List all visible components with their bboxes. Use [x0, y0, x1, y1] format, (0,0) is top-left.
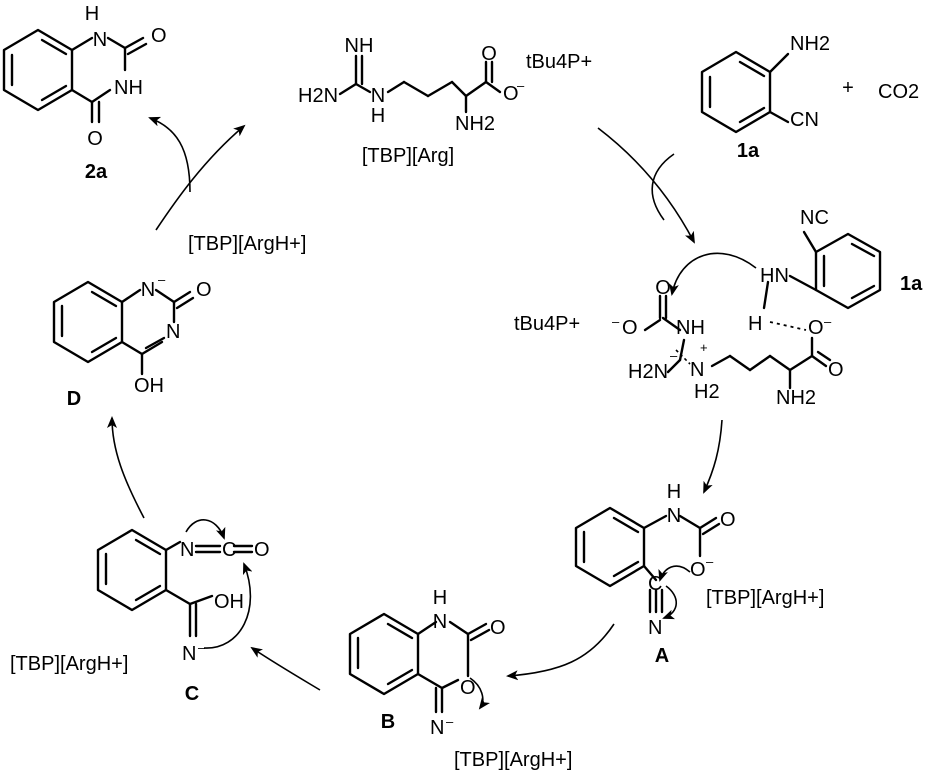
atom-label: H — [748, 313, 762, 335]
co2-uptake-arrow — [651, 153, 675, 221]
cycle-arrow-1a-to-complex — [597, 127, 695, 244]
charge-label: – — [612, 314, 620, 329]
charge-label: – — [158, 272, 166, 287]
atom-label: O — [490, 617, 506, 639]
atom-label: NH — [114, 77, 143, 99]
electron-arrow — [469, 677, 490, 710]
electron-arrow — [203, 562, 253, 649]
atom-label: O — [828, 359, 844, 381]
guanidinium-carbamate-complex — [643, 294, 832, 390]
atom-label: H — [371, 105, 385, 127]
atom-label: O — [720, 509, 736, 531]
atom-label: O — [622, 317, 638, 339]
atom-label: H2N — [628, 361, 668, 383]
electron-arrow — [658, 565, 691, 582]
atom-label: NH — [345, 35, 374, 57]
cycle-arrow-D-to-arg — [155, 124, 246, 231]
atom-label: N — [690, 359, 704, 381]
electron-arrow — [185, 519, 226, 540]
intermediate-C-label: C — [185, 683, 199, 705]
atom-label: N — [430, 717, 444, 739]
compound-1a-bound-label: 1a — [900, 273, 923, 295]
intermediate-A-label: A — [655, 645, 669, 667]
plus-sign: + — [842, 77, 854, 99]
intermediate-B-structure — [348, 612, 491, 714]
intermediate-A-structure — [574, 506, 721, 614]
atom-label: HN — [760, 265, 789, 287]
atom-label: OH — [214, 591, 244, 613]
atom-label: N — [648, 617, 662, 639]
bound-1a-structure — [762, 230, 882, 310]
atom-label: O — [460, 677, 476, 699]
atom-label: N — [371, 85, 385, 107]
atom-label: OH — [134, 375, 164, 397]
atom-label: NH2 — [455, 113, 495, 135]
intermediate-B-label: B — [381, 711, 395, 733]
atom-label: H — [667, 481, 681, 503]
tbp-argh-label: [TBP][ArgH+] — [454, 749, 572, 771]
charge-label: – — [706, 554, 714, 569]
atom-label: O — [254, 539, 270, 561]
charge-label: – — [670, 348, 678, 363]
atom-label: O — [655, 277, 671, 299]
cycle-arrow-complex-to-A — [703, 419, 723, 494]
hydrogen-bond — [769, 321, 807, 331]
cycle-arrow-B-to-C — [250, 646, 321, 691]
atom-label: O — [87, 128, 103, 150]
atom-label: CN — [790, 109, 819, 131]
tbp-argh-label: [TBP][ArgH+] — [10, 653, 128, 675]
charge-label: – — [198, 640, 206, 655]
atom-label: N — [141, 279, 155, 301]
atom-label: N — [93, 29, 107, 51]
atom-label: N — [182, 643, 196, 665]
tbp-argh-label: [TBP][ArgH+] — [706, 587, 824, 609]
compound-1a-structure — [700, 50, 790, 134]
compound-1a-label: 1a — [737, 140, 760, 162]
compound-2a-label: 2a — [85, 161, 108, 183]
counterion-label: tBu4P+ — [514, 313, 580, 335]
atom-label: NH — [676, 317, 705, 339]
atom-label: O — [151, 25, 167, 47]
atom-label: N — [433, 611, 447, 633]
charge-label: – — [446, 714, 454, 729]
product-release-arrow — [148, 116, 191, 193]
atom-label: H — [85, 3, 99, 25]
atom-label: O — [690, 559, 706, 581]
charge-label: – — [517, 78, 525, 93]
electron-arrow — [662, 585, 678, 620]
atom-label: H2N — [298, 85, 338, 107]
intermediate-D-structure — [52, 280, 195, 376]
tbp-arg-structure — [338, 54, 502, 114]
charge-label: + — [700, 340, 708, 355]
co2-label: CO2 — [878, 81, 919, 103]
electron-arrow — [669, 252, 757, 296]
atom-label: O — [196, 279, 212, 301]
atom-label: H — [433, 587, 447, 609]
atom-label: N — [166, 321, 180, 343]
counterion-label: tBu4P+ — [526, 51, 592, 73]
atom-label: NH2 — [790, 33, 830, 55]
compound-2a-structure — [2, 28, 148, 124]
intermediate-C-structure — [96, 528, 254, 638]
atom-label: H2 — [694, 381, 720, 403]
atom-label: O — [808, 317, 824, 339]
charge-label: – — [824, 314, 832, 329]
atom-label: NC — [800, 207, 829, 229]
tbp-arg-label: [TBP][Arg] — [362, 145, 454, 167]
atom-label: NH2 — [776, 387, 816, 409]
cycle-arrow-C-to-D — [107, 416, 145, 519]
cycle-arrow-A-to-B — [506, 623, 615, 681]
atom-label: O — [503, 83, 519, 105]
atom-label: C — [222, 539, 236, 561]
atom-label: O — [481, 43, 497, 65]
intermediate-D-label: D — [67, 388, 81, 410]
atom-label: C — [648, 573, 662, 595]
tbp-argh-label: [TBP][ArgH+] — [188, 233, 306, 255]
atom-label: N — [180, 539, 194, 561]
atom-label: N — [667, 505, 681, 527]
